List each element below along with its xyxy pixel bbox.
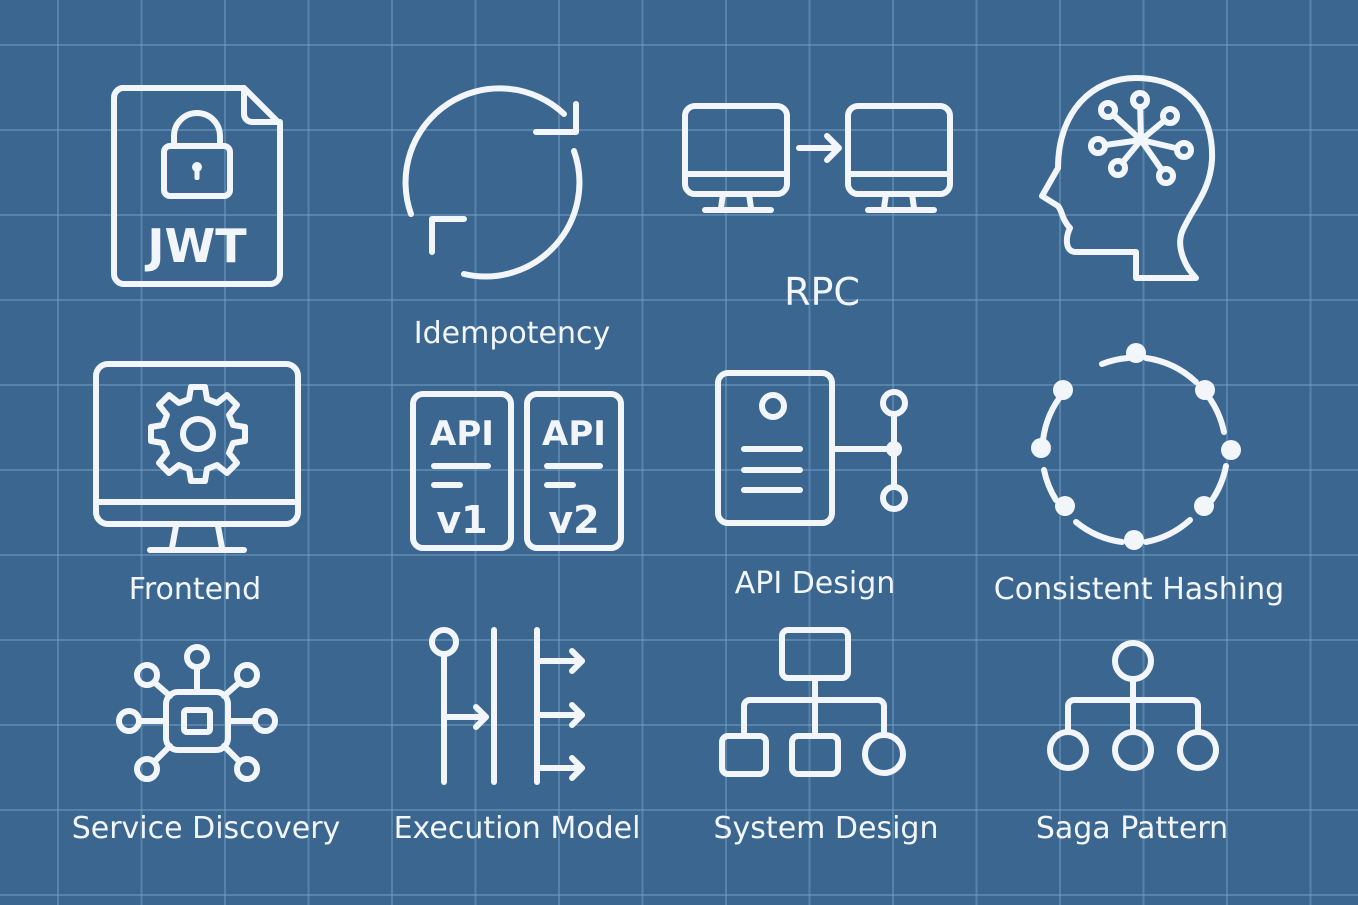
tree-circles-icon — [1046, 640, 1222, 774]
hierarchy-icon — [718, 626, 910, 778]
execution-flow-icon — [424, 624, 594, 790]
svg-text:API: API — [430, 414, 494, 454]
computer-to-computer-icon — [681, 102, 956, 214]
svg-text:API: API — [542, 414, 606, 454]
tile-label-rpc: RPC — [784, 270, 860, 314]
svg-text:JWT: JWT — [144, 219, 247, 273]
refresh-cycle-icon — [402, 84, 604, 284]
tile-label-idempotency: Idempotency — [413, 316, 611, 351]
svg-text:v2: v2 — [548, 498, 599, 542]
hub-nodes-icon — [114, 642, 282, 788]
tile-label-saga-pattern: Saga Pattern — [1035, 811, 1229, 846]
svg-text:v1: v1 — [436, 498, 487, 542]
tile-label-service-discovery: Service Discovery — [71, 811, 341, 846]
monitor-gear-icon — [92, 360, 302, 556]
api-versions-icon: API v1 API v2 — [410, 391, 624, 553]
jwt-document-lock-icon: JWT — [110, 84, 285, 289]
api-document-connector-icon — [714, 369, 914, 527]
tile-label-execution-model: Execution Model — [393, 811, 641, 846]
tile-label-system-design: System Design — [713, 811, 939, 846]
head-network-icon — [1036, 72, 1221, 287]
tile-label-consistent-hashing: Consistent Hashing — [993, 572, 1285, 607]
hash-ring-icon — [1030, 343, 1241, 551]
tile-label-api-design: API Design — [734, 566, 896, 601]
tile-label-frontend: Frontend — [128, 572, 262, 607]
